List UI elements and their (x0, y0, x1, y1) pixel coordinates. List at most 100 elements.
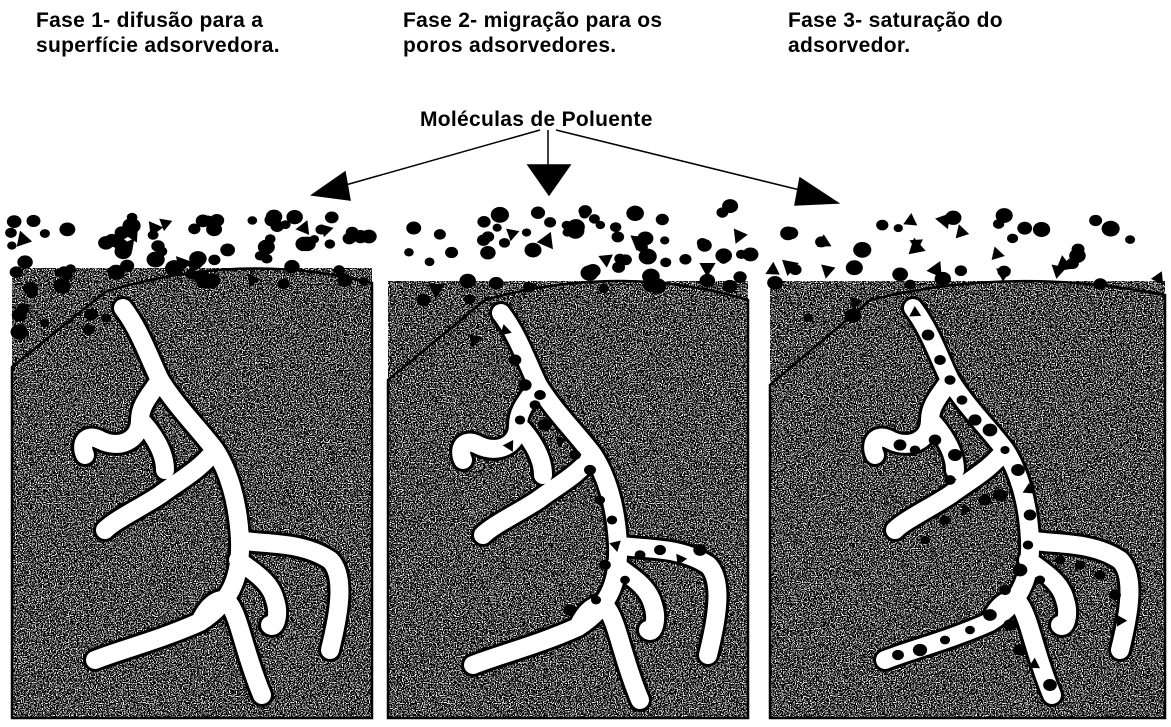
molecule-dot (7, 241, 16, 249)
molecule-dot (525, 243, 542, 258)
molecule-dot (997, 266, 1010, 278)
molecule-dot (406, 222, 421, 235)
molecule-dot (534, 390, 546, 400)
molecule-dot (892, 650, 904, 660)
molecule-dot (203, 273, 220, 288)
molecule-dot (599, 560, 611, 570)
molecule-dot (639, 249, 657, 265)
molecule-dot (416, 294, 430, 306)
molecule-dot (648, 278, 666, 294)
molecule-dot (17, 255, 32, 268)
molecule-dot (84, 308, 98, 320)
molecule-dot (404, 248, 414, 256)
molecule-dot (584, 465, 596, 475)
molecule-dot (499, 238, 510, 248)
molecule-dot (599, 284, 609, 293)
molecule-dot (482, 231, 494, 242)
molecule-dot (531, 207, 545, 219)
molecule-dot (98, 236, 114, 250)
molecule-dot (83, 325, 95, 335)
molecule-dot (934, 355, 946, 365)
molecule-dot (612, 231, 625, 242)
molecule-dot (208, 255, 220, 266)
molecule-dot (979, 494, 992, 505)
molecule-dot (284, 260, 299, 273)
molecule-dot (1125, 235, 1135, 244)
molecule-dot (7, 215, 22, 228)
molecule-dot (733, 271, 746, 283)
molecule-dot (635, 550, 646, 559)
molecule-dot (40, 319, 50, 327)
molecule-dot (1102, 221, 1120, 237)
molecule-dot (846, 260, 863, 275)
molecule-dot (1095, 570, 1106, 579)
molecule-dot (913, 644, 927, 656)
molecule-triangle (956, 224, 971, 241)
molecule-dot (789, 264, 801, 275)
molecule-dot (115, 244, 132, 259)
molecule-dot (107, 265, 124, 280)
molecule-dot (477, 216, 490, 228)
molecule-dot (1033, 222, 1050, 237)
arrow-right-icon (795, 178, 838, 205)
molecule-dot (40, 229, 50, 238)
molecule-dot (115, 226, 130, 239)
molecule-dot (295, 237, 312, 251)
molecule-dot (538, 419, 551, 431)
molecule-dot (523, 283, 533, 292)
molecule-dot (1014, 644, 1027, 655)
molecule-dot (509, 354, 522, 365)
molecule-dot (580, 210, 590, 219)
molecule-dot (16, 303, 29, 314)
molecule-dot (53, 278, 70, 293)
molecule-dot (620, 576, 630, 584)
molecule-dot (803, 314, 813, 322)
molecule-dot (564, 604, 577, 615)
molecule-dot (1109, 590, 1121, 600)
molecule-dot (929, 435, 942, 446)
molecule-triangle (986, 246, 1004, 264)
molecule-dot (944, 375, 955, 385)
molecule-dot (425, 258, 435, 267)
molecule-dot (1013, 564, 1028, 577)
molecule-dot (567, 219, 585, 234)
molecule-dot (324, 239, 335, 248)
molecule-dot (679, 254, 691, 265)
molecule-triangle (17, 231, 34, 250)
molecule-dot (922, 330, 935, 341)
molecule-dot (1089, 215, 1102, 226)
molecule-dot (196, 215, 211, 228)
molecule-dot (660, 258, 671, 268)
molecule-dot (278, 279, 290, 290)
molecule-dot (515, 415, 525, 424)
molecule-triangle (821, 261, 838, 279)
molecule-dot (325, 211, 339, 223)
molecule-dot (1003, 619, 1016, 631)
molecule-dot (993, 489, 1007, 501)
molecule-dot (940, 515, 951, 525)
molecule-dot (544, 217, 556, 227)
molecule-dot (280, 220, 290, 229)
molecule-dot (940, 636, 950, 645)
molecule-dot (660, 236, 669, 244)
molecule-triangle (695, 256, 715, 277)
molecule-dot (591, 596, 601, 605)
molecule-dot (192, 259, 203, 268)
molecule-dot (626, 206, 644, 221)
molecule-dot (569, 450, 580, 460)
molecule-dot (697, 238, 708, 248)
molecule-dot (1075, 560, 1086, 569)
molecule-dot (220, 244, 235, 257)
molecule-dot (1011, 464, 1025, 476)
molecule-dot (1072, 244, 1085, 255)
molecule-dot (581, 265, 599, 281)
molecule-dot (722, 199, 738, 213)
molecule-dot (1007, 234, 1018, 244)
molecule-dot (1035, 576, 1045, 585)
molecule-dot (595, 496, 605, 505)
arrow-left-icon (312, 172, 350, 200)
molecule-dot (1094, 278, 1107, 290)
molecule-dot (767, 276, 783, 290)
molecule-dot (944, 475, 955, 485)
molecule-dot (459, 274, 476, 288)
